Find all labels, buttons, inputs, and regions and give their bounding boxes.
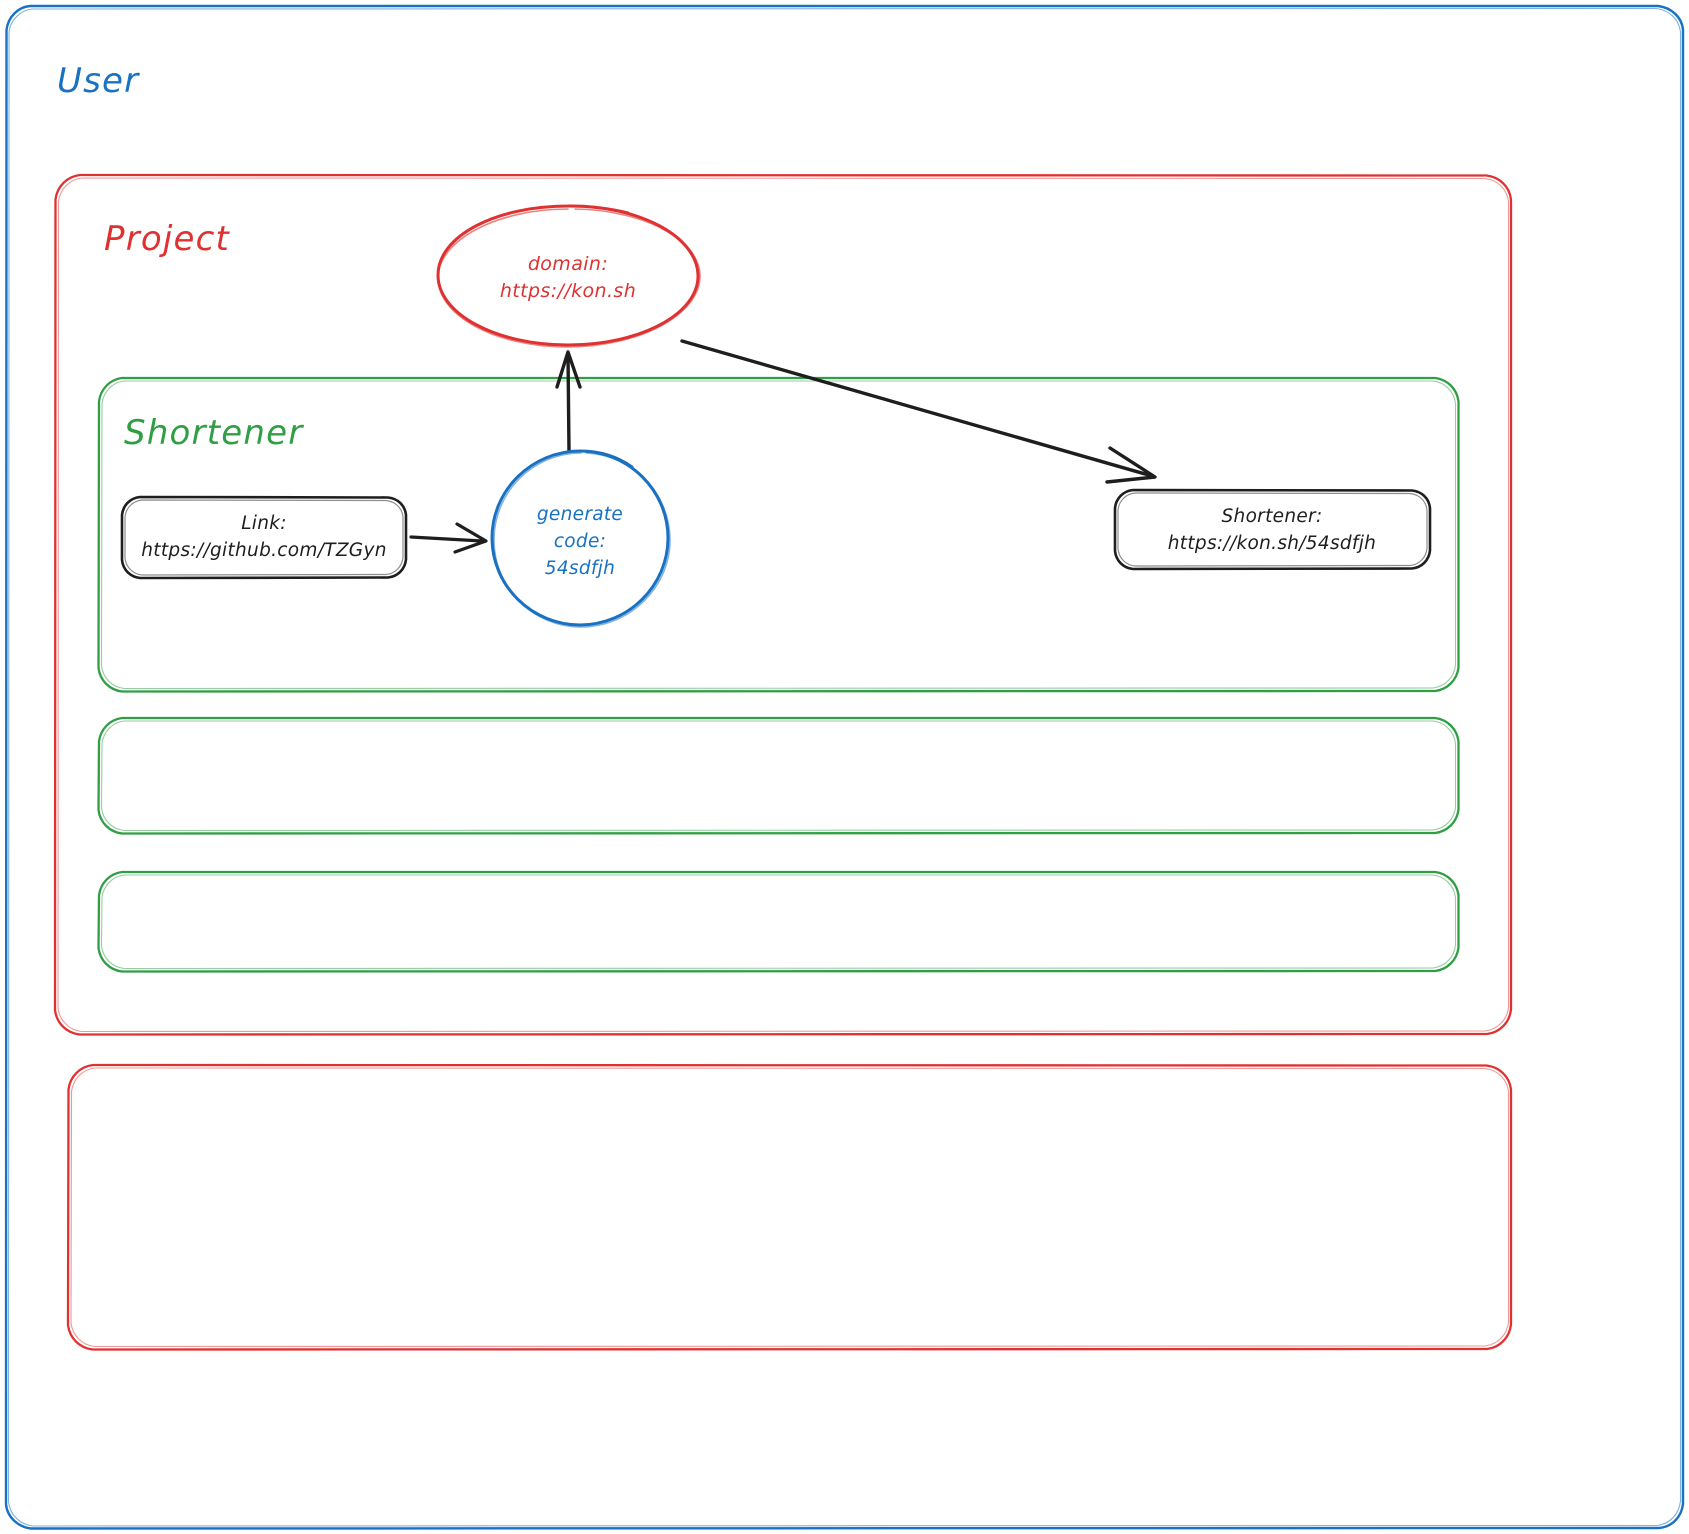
group-empty-green-two[interactable] <box>97 870 1460 973</box>
domain-ellipse-line2: https://kon.sh <box>500 280 636 302</box>
project-label: Project <box>104 219 231 259</box>
group-empty-red[interactable] <box>66 1063 1513 1351</box>
generate-circle-border-sketch2 <box>493 452 671 628</box>
node-link-box[interactable]: Link: https://github.com/TZGyn <box>120 495 408 580</box>
group-shortener[interactable]: Shortener <box>97 376 1460 693</box>
link-box-border-sketch2 <box>124 499 404 576</box>
link-box-border[interactable] <box>120 495 408 580</box>
shortener-box-line1: Shortener: <box>1222 506 1323 527</box>
arrow-domain-to-shortener <box>680 339 1157 484</box>
shortener-box-border-sketch2 <box>1117 492 1428 567</box>
empty-green-two-border-sketch2 <box>100 874 1457 970</box>
link-to-generate-head <box>453 522 488 554</box>
arrow-generate-to-domain <box>555 350 582 453</box>
node-domain-ellipse[interactable]: domain: https://kon.sh <box>436 204 701 348</box>
empty-green-one-border-sketch2 <box>100 720 1457 832</box>
empty-green-one-border[interactable] <box>97 716 1460 835</box>
shortener-label: Shortener <box>124 413 304 453</box>
generate-circle-line1: generate <box>537 504 623 525</box>
generate-circle-border[interactable] <box>490 449 670 627</box>
node-shortener-box[interactable]: Shortener: https://kon.sh/54sdfjh <box>1113 488 1432 571</box>
domain-to-shortener-head <box>1105 446 1157 484</box>
user-container-border[interactable] <box>4 4 1685 1530</box>
empty-red-border[interactable] <box>66 1063 1513 1351</box>
user-label: User <box>57 61 140 101</box>
project-container-border[interactable] <box>53 173 1513 1036</box>
group-empty-green-one[interactable] <box>97 716 1460 835</box>
empty-red-border-sketch2 <box>70 1067 1510 1348</box>
generate-circle-line2: code: <box>554 531 606 552</box>
link-to-generate-shaft <box>409 535 484 543</box>
arrow-link-to-generate <box>409 522 488 554</box>
group-project[interactable]: Project <box>53 173 1513 1036</box>
empty-green-two-border[interactable] <box>97 870 1460 973</box>
link-box-line1: Link: <box>241 513 287 534</box>
shortener-container-border-sketch2 <box>100 380 1457 690</box>
shortener-box-border[interactable] <box>1113 488 1432 571</box>
group-user[interactable]: User <box>4 4 1685 1530</box>
domain-ellipse-line1: domain: <box>528 253 608 275</box>
domain-to-shortener-shaft <box>680 339 1154 478</box>
shortener-container-border[interactable] <box>97 376 1460 693</box>
domain-ellipse-border-sketch2 <box>437 208 701 348</box>
generate-circle-line3: 54sdfjh <box>545 558 615 579</box>
generate-to-domain-head <box>555 350 582 389</box>
project-container-border-sketch2 <box>57 177 1510 1033</box>
domain-ellipse-border[interactable] <box>436 204 700 347</box>
node-generate-circle[interactable]: generate code: 54sdfjh <box>490 449 671 628</box>
link-box-line2: https://github.com/TZGyn <box>141 540 386 561</box>
user-container-border-sketch2 <box>7 7 1682 1527</box>
shortener-box-line2: https://kon.sh/54sdfjh <box>1168 533 1376 554</box>
generate-to-domain-shaft <box>566 353 571 453</box>
